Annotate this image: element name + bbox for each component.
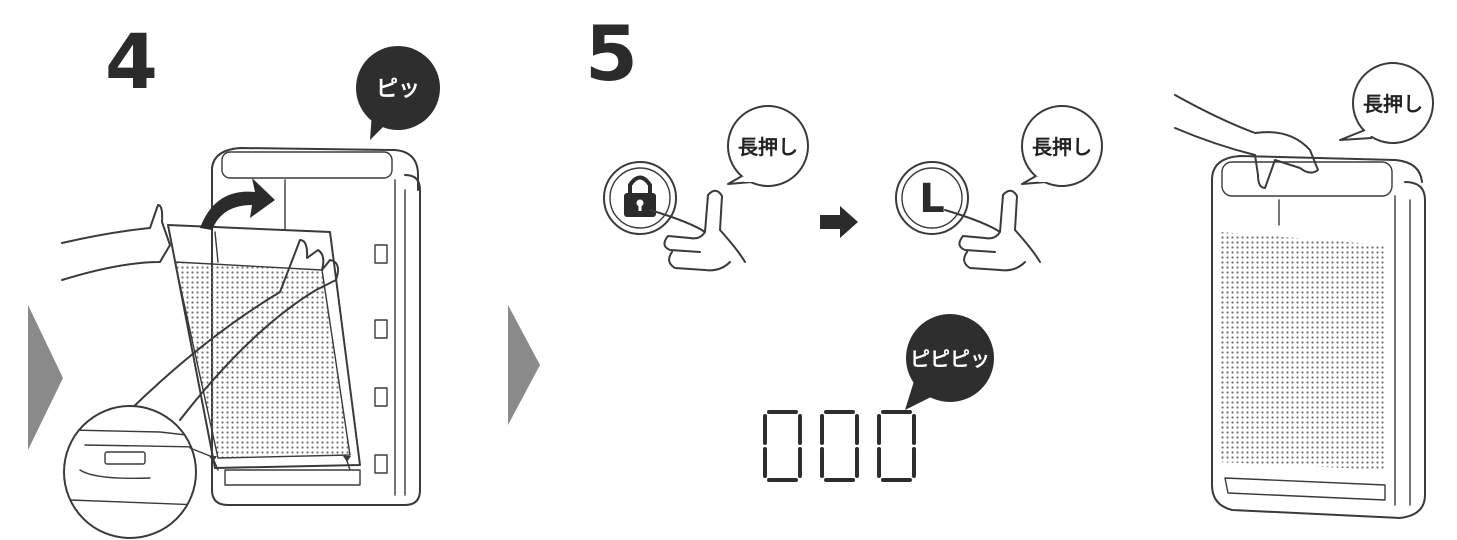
long-press-text: 長押し — [1032, 135, 1092, 159]
step-4-number: 4 — [105, 17, 158, 106]
arrow-right-icon — [820, 206, 858, 238]
display-value: 000 — [0, 0, 2, 1]
air-purifier-closed — [1212, 156, 1425, 518]
triple-beep-bubble: ピピピッ — [905, 314, 994, 410]
hand — [1175, 95, 1318, 188]
chevron-right-icon — [28, 305, 63, 450]
lock-button — [604, 162, 676, 234]
l-letter: L — [919, 176, 945, 222]
beep-text: ピッ — [376, 77, 420, 102]
l-button: L — [896, 162, 968, 234]
zoom-detail — [64, 406, 230, 538]
digit-0 — [822, 412, 857, 480]
beep-bubble: ピッ — [356, 46, 440, 140]
digit-0 — [765, 412, 800, 480]
chevron-right-icon — [508, 305, 540, 425]
step-5-number: 5 — [585, 9, 638, 98]
long-press-text: 長押し — [738, 135, 798, 159]
digit-0 — [879, 412, 914, 480]
triple-beep-text: ピピピッ — [910, 347, 990, 371]
long-press-text: 長押し — [1363, 92, 1423, 116]
filter-panel — [168, 225, 360, 470]
long-press-bubble-lock: 長押し — [728, 106, 808, 186]
long-press-bubble-l: 長押し — [1022, 106, 1102, 186]
long-press-bubble-unit: 長押し — [1340, 63, 1433, 143]
